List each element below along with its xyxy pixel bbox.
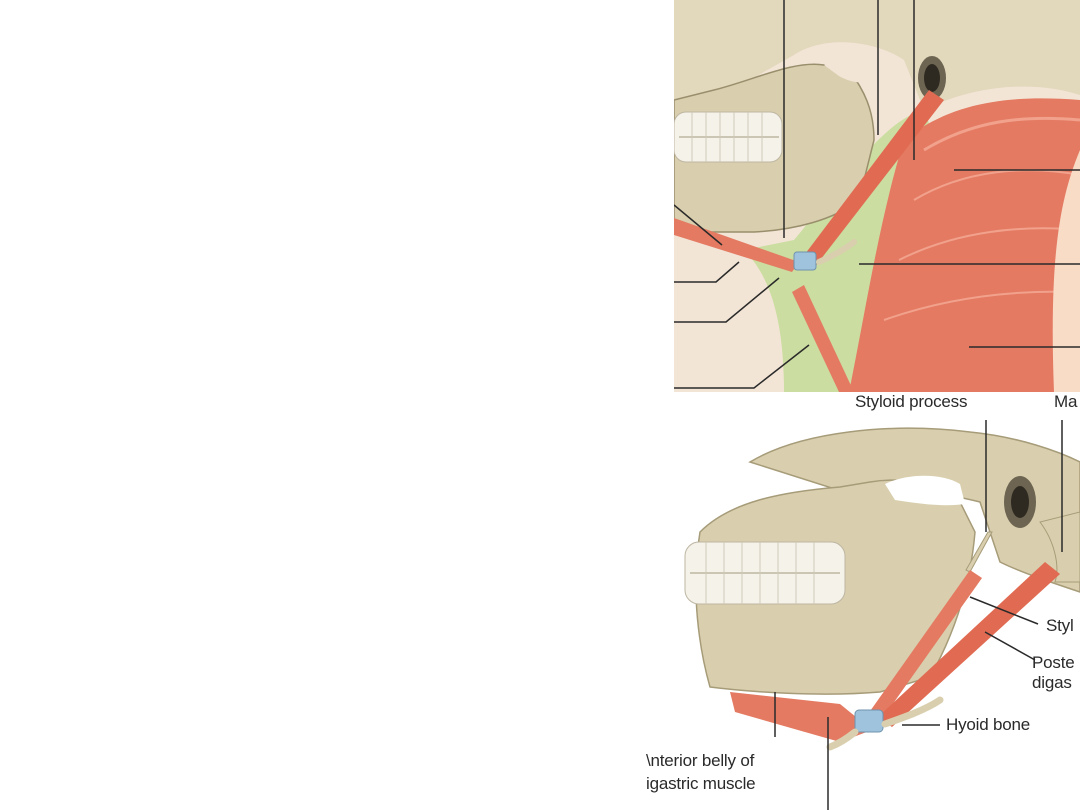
- teeth: [674, 111, 783, 163]
- bottom-anatomy-illustration: Styloid process Ma Styl Poste digas Hyoi…: [640, 392, 1080, 810]
- label-mastoid: Ma: [1054, 392, 1078, 411]
- skin-region: [1052, 150, 1080, 392]
- label-anterior-belly-line1: \nterior belly of: [646, 751, 755, 770]
- skull-muscles-svg: [684, 420, 1080, 810]
- anterior-digastric: [730, 692, 872, 742]
- label-hyoid-bone: Hyoid bone: [946, 715, 1031, 734]
- top-anatomy-illustration: [674, 0, 1080, 392]
- stylohyoid-muscle: [868, 570, 982, 722]
- posterior-digastric: [878, 562, 1060, 727]
- neck-triangles-svg: [674, 0, 1080, 392]
- teeth: [684, 541, 846, 605]
- label-posterior-belly-line1: Poste: [1032, 653, 1075, 672]
- mandibular-notch: [885, 475, 965, 506]
- leader-lines: [774, 420, 1063, 810]
- mandibular-notch: [824, 58, 874, 83]
- label-stylohyoid: Styl: [1046, 616, 1074, 635]
- posterior-digastric: [799, 90, 944, 268]
- omohyoid-muscle: [792, 285, 854, 392]
- label-styloid-process: Styloid process: [855, 392, 968, 411]
- hyoid-bone: [854, 709, 884, 733]
- hyoid-bone: [793, 251, 817, 271]
- cranium: [674, 0, 1080, 120]
- leader-lines: [674, 0, 1080, 389]
- label-posterior-belly-line2: digas: [1032, 673, 1072, 692]
- sternocleidomastoid-muscle: [849, 98, 1080, 392]
- mastoid-process: [1039, 511, 1080, 583]
- label-anterior-belly-line2: igastric muscle: [646, 774, 756, 793]
